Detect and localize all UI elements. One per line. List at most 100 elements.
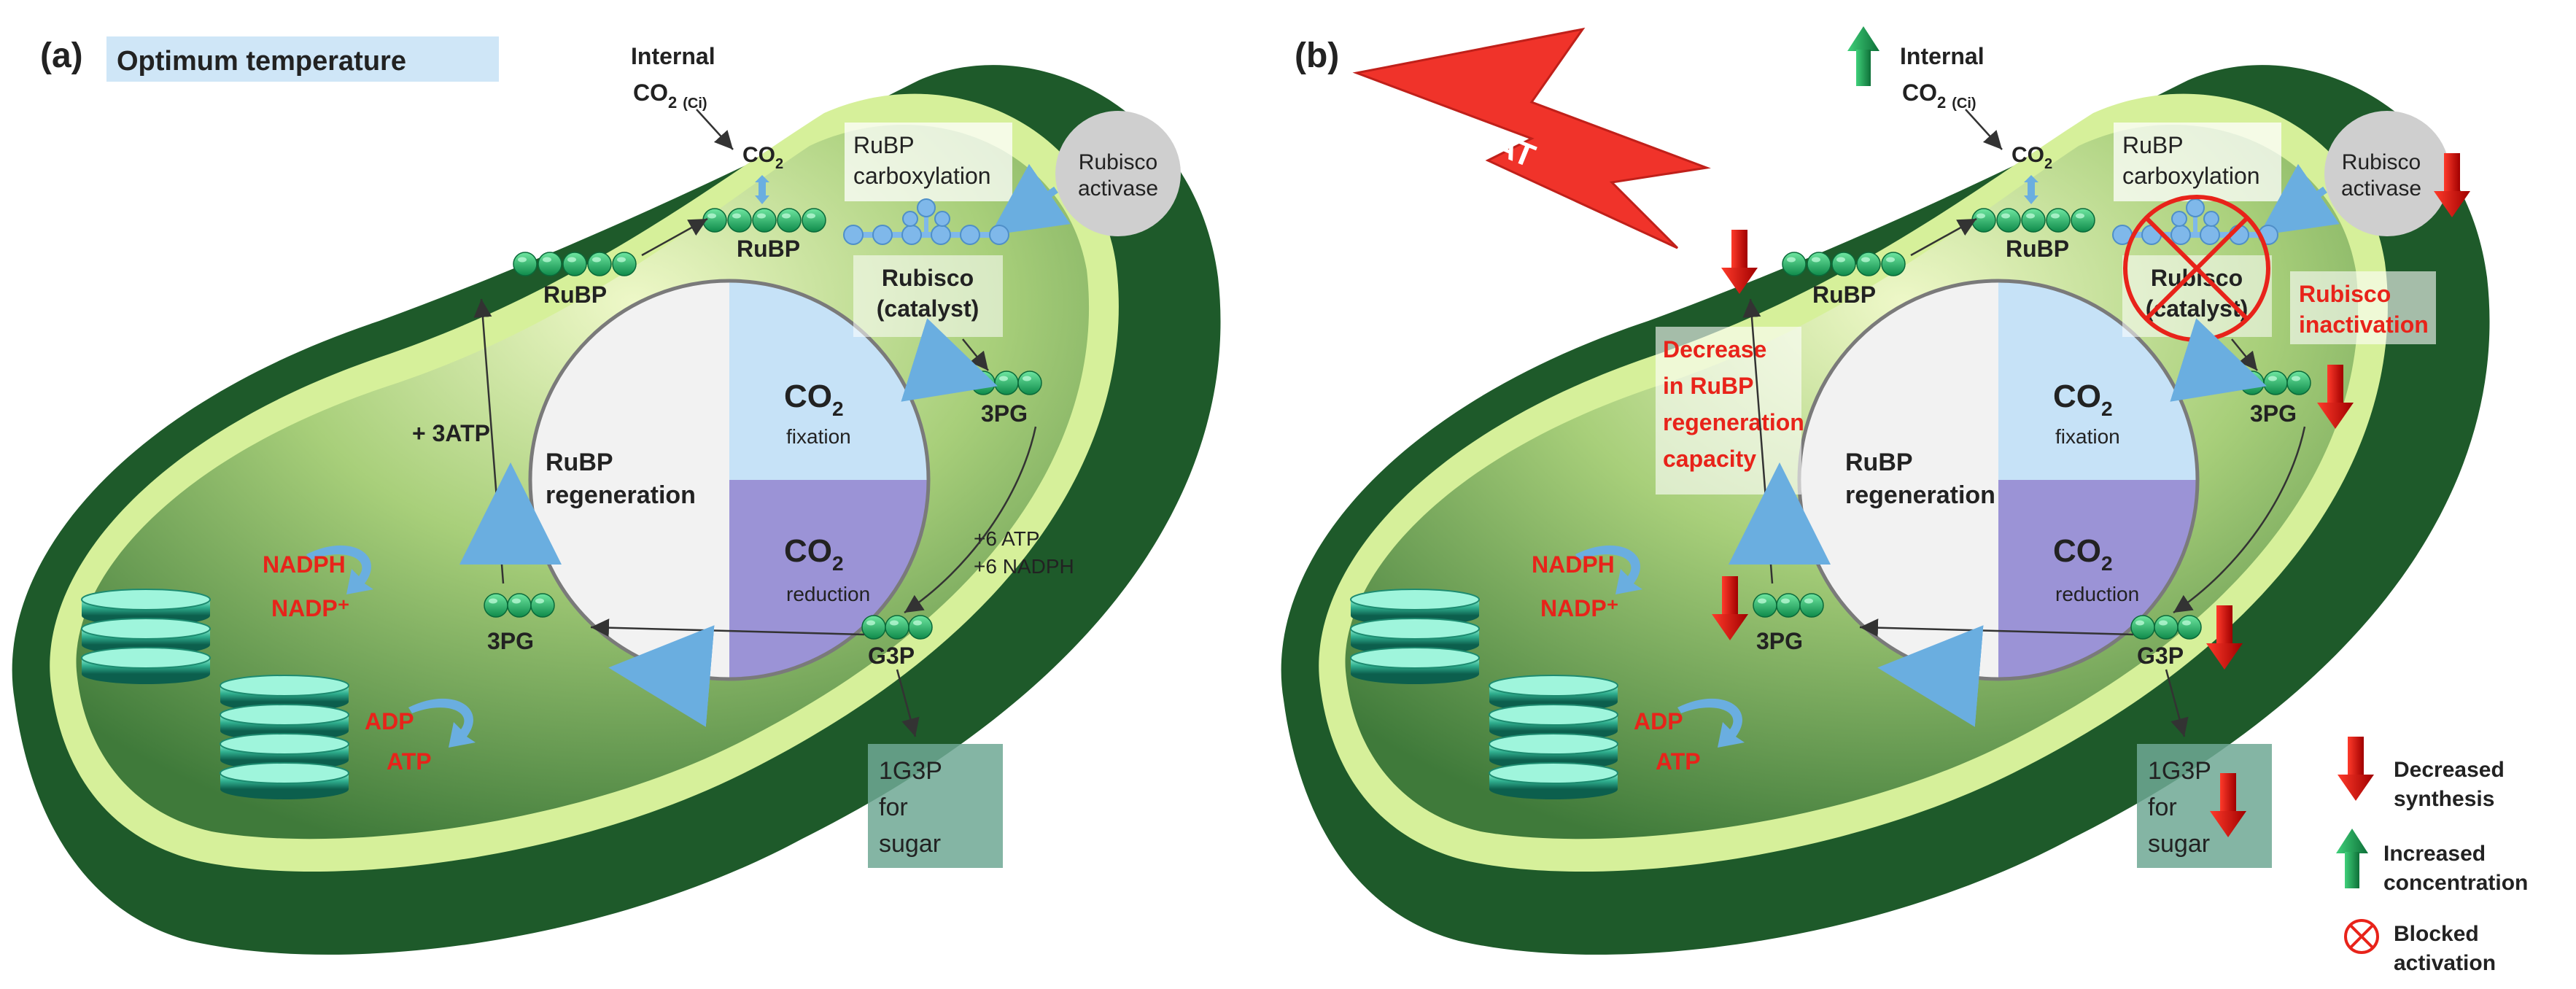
- cycle-arrow-bottom: [608, 625, 715, 727]
- cycle-arrow-fix: [901, 318, 998, 402]
- thylakoid-stack-2: [220, 675, 349, 800]
- sugar-line2: for: [879, 794, 908, 821]
- rubp-carbox-line1: RuBP: [853, 132, 915, 158]
- 3pg-right-balls: [971, 371, 1042, 395]
- ci-arrow-b: [1965, 109, 2003, 150]
- rubp-carbox-box-b: [2114, 123, 2281, 201]
- co2-exchange-arrow: [755, 175, 769, 204]
- 3pg-left-label: 3PG: [487, 628, 534, 654]
- 3pg-to-g3p-arrow: [904, 426, 1037, 614]
- thylakoid-stack-1-b: [1350, 589, 1480, 685]
- sugar-line3-b: sugar: [2148, 830, 2210, 858]
- rubp-left-label-b: RuBP: [1812, 282, 1876, 308]
- activase-arrow: [990, 163, 1071, 236]
- decrease-line4: capacity: [1663, 446, 1756, 472]
- sugar-line2-b: for: [2148, 794, 2177, 821]
- legend-blocked-line2: activation: [2394, 951, 2496, 975]
- legend-increase-arrow-icon: [2336, 829, 2368, 888]
- internal-label: Internal: [631, 43, 715, 69]
- nadph-label-b: NADPH: [1532, 551, 1615, 578]
- reduction-label-b: reduction: [2055, 583, 2139, 605]
- rubp-left-balls-b: [1782, 252, 1906, 276]
- g3p-to-sugar-arrow: [896, 669, 920, 737]
- co2-ci-label: CO2(Ci): [633, 79, 707, 112]
- fixation-label: fixation: [786, 425, 851, 448]
- sugar-line1-b: 1G3P: [2148, 757, 2211, 785]
- legend-decreased-line1: Decreased: [2394, 758, 2505, 782]
- rubisco-activase-line2: activase: [1078, 177, 1158, 201]
- rubp-carbox-line1-b: RuBP: [2122, 132, 2184, 158]
- fixation-label-b: fixation: [2055, 425, 2120, 448]
- activase-arrow-b: [2259, 163, 2340, 236]
- regen-line1-b: RuBP: [1845, 449, 1913, 476]
- legend-blocked-icon: [2344, 919, 2379, 954]
- calvin-cycle: [528, 279, 931, 681]
- rubp-to-rubp-arrow-b: [1910, 217, 1977, 257]
- 3pg-right-balls-b: [2240, 371, 2311, 395]
- 3pg-right-label: 3PG: [981, 400, 1028, 427]
- regeneration-sector: [530, 281, 729, 679]
- sugar-line3: sugar: [879, 830, 941, 858]
- sugar-box-b: [2137, 744, 2272, 868]
- atp-label: ATP: [387, 748, 432, 775]
- rubp-top-balls-b: [1971, 208, 2095, 233]
- rubisco-enzyme: [843, 198, 1009, 245]
- co2-top-label: CO2: [742, 143, 783, 172]
- rubisco-enzyme-b: [2112, 198, 2278, 245]
- inactivation-line1: Rubisco: [2299, 281, 2391, 307]
- rubisco-line1: Rubisco: [882, 265, 974, 291]
- g3p-balls: [861, 615, 933, 640]
- decrease-line2: in RuBP: [1663, 373, 1753, 399]
- sugar-box: [868, 744, 1003, 868]
- heat-bolt: [1352, 27, 1711, 249]
- rubisco-line2: (catalyst): [877, 295, 979, 322]
- rubisco-activase-line2-b: activase: [2341, 177, 2421, 201]
- decrease-line3: regeneration: [1663, 409, 1804, 435]
- regen-line1: RuBP: [546, 449, 613, 476]
- nadph-label: NADPH: [263, 551, 346, 578]
- atp-label-b: ATP: [1656, 748, 1701, 775]
- co2-exchange-arrow-b: [2024, 175, 2038, 204]
- rubp-top-label-b: RuBP: [2006, 236, 2069, 262]
- reduction-sector: [729, 480, 928, 679]
- 3pg-left-label-b: 3PG: [1756, 628, 1803, 654]
- sugar-line1: 1G3P: [879, 757, 942, 785]
- rubp-top-balls: [702, 208, 826, 233]
- ci-increase-arrow-icon: [1847, 26, 1879, 86]
- regen-line2-b: regeneration: [1845, 481, 1995, 509]
- 3pg-left-balls: [484, 593, 555, 618]
- rubisco-activase-line1-b: Rubisco: [2342, 150, 2421, 174]
- condition-box: [106, 36, 499, 82]
- internal-label-b: Internal: [1900, 43, 1985, 69]
- rubp-to-rubp-arrow: [641, 217, 708, 257]
- rubp-carbox-line2: carboxylation: [853, 163, 991, 189]
- co2-ci-label-b: CO2(Ci): [1902, 79, 1976, 112]
- legend: Decreased synthesis Increased concentrat…: [2336, 737, 2528, 975]
- reduction-label: reduction: [786, 583, 870, 605]
- panel-b: (b) HEAT Internal CO2(Ci) CO2 RuBP carbo…: [1281, 26, 2490, 955]
- calvin-cycle-b: [1797, 279, 2200, 681]
- 3pg-left-balls-b: [1753, 593, 1824, 618]
- g3p-to-sugar-arrow-b: [2165, 669, 2189, 737]
- legend-blocked-line1: Blocked: [2394, 922, 2479, 946]
- 3pg-to-g3p-arrow-b: [2173, 426, 2306, 614]
- cycle-arrow-bottom-b: [1877, 625, 1984, 727]
- panel-b-tag: (b): [1295, 36, 1339, 75]
- g3p-label: G3P: [868, 643, 915, 669]
- fixation-co2-b: CO2: [2053, 379, 2113, 420]
- reduction-co2-b: CO2: [2053, 533, 2113, 575]
- g3p-balls-b: [2130, 615, 2202, 640]
- rubp-carbox-box: [845, 123, 1012, 201]
- plus-6atp: +6 ATP: [974, 527, 1040, 550]
- rubp-left-balls: [513, 252, 637, 276]
- legend-decreased-line2: synthesis: [2394, 787, 2494, 811]
- nadp-label: NADP⁺: [271, 595, 350, 621]
- rubisco-activase-line1: Rubisco: [1079, 150, 1157, 174]
- legend-increased-line2: concentration: [2383, 871, 2528, 895]
- adp-label: ADP: [365, 708, 414, 734]
- inactivation-line2: inactivation: [2299, 311, 2429, 338]
- thylakoid-stack-2-b: [1489, 675, 1618, 800]
- ci-arrow: [696, 109, 734, 150]
- co2-top-label-b: CO2: [2011, 143, 2052, 172]
- rubp-carbox-line2-b: carboxylation: [2122, 163, 2260, 189]
